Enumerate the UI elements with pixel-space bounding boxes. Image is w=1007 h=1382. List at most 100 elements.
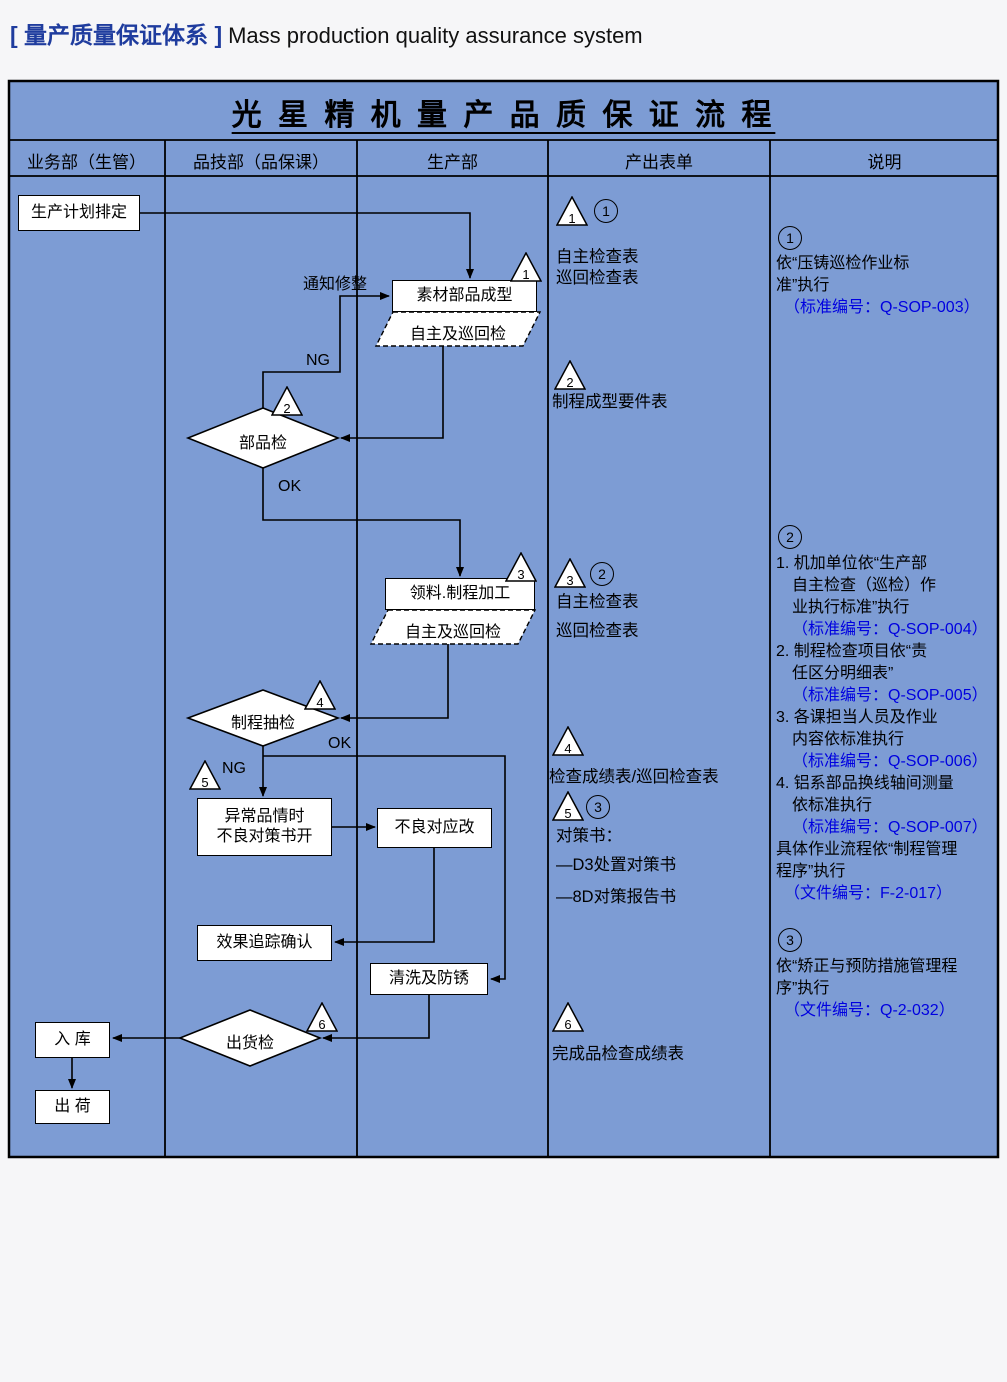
node-process-sampling-label: 制程抽检 — [230, 715, 295, 732]
label-ok-2: OK — [328, 735, 352, 752]
triangle-icon — [510, 252, 542, 282]
parallelogram-self-patrol-2 — [369, 609, 537, 645]
column-header-quality: 品技部（品保课） — [193, 153, 329, 172]
inspection-parallelograms — [369, 311, 542, 645]
form-8d-report: —8D对策报告书 — [556, 888, 677, 906]
node-abnormal-countermeasure: 异常品情时 不良对策书开 — [197, 798, 332, 856]
triangle-form-6-num: 6 — [564, 1017, 572, 1032]
note-2-line-8: 3. 各课担当人员及作业 — [776, 709, 938, 726]
node-effect-tracking-label: 效果追踪确认 — [216, 934, 313, 951]
parallelogram-self-patrol-1 — [374, 311, 542, 347]
column-header-notes: 说明 — [867, 153, 902, 172]
node-material-molding-label: 素材部品成型 — [416, 287, 513, 304]
form-molding-requirements: 制程成型要件表 — [552, 393, 668, 411]
note-block-2: 1. 机加单位依“生产部 自主检查（巡检）作 业执行标准”执行 （标准编号：Q-… — [776, 553, 988, 905]
triangle-form-5-num: 5 — [564, 806, 572, 821]
note-block-3: 依“矫正与预防措施管理程 序”执行 （文件编号：Q-2-032） — [776, 956, 957, 1022]
form-self-check-1: 自主检查表 — [556, 248, 639, 266]
note-2-line-11: 4. 铝系部品换线轴间测量 — [776, 775, 954, 792]
column-header-business: 业务部（生管） — [27, 153, 146, 172]
note-block-1: 依“压铸巡检作业标 准”执行 （标准编号：Q-SOP-003） — [776, 253, 980, 319]
label-ng-2: NG — [222, 760, 246, 777]
header-en-title: Mass production quality assurance system — [228, 23, 643, 48]
form-self-check-2: 自主检查表 — [556, 593, 639, 611]
circle-note-1: 1 — [778, 226, 802, 250]
form-patrol-check-2: 巡回检查表 — [556, 622, 639, 640]
note-2-standard-number-3: （标准编号：Q-SOP-006） — [792, 753, 988, 770]
node-production-plan: 生产计划排定 — [18, 195, 140, 231]
note-1-line-1: 依“压铸巡检作业标 — [776, 255, 910, 272]
triangle-flow-5-num: 5 — [201, 775, 209, 790]
triangle-icon — [505, 552, 537, 582]
circle-form-1: 1 — [594, 199, 618, 223]
label-ok-1: OK — [278, 478, 302, 495]
node-abnormal-line2: 不良对策书开 — [216, 828, 313, 845]
header-cn-title: [ 量产质量保证体系 ] — [10, 22, 223, 48]
triangle-flow-2: 2 — [271, 386, 303, 416]
connector-ng-rework — [262, 292, 390, 408]
triangle-icon — [271, 386, 303, 416]
node-ship-out: 出 荷 — [35, 1090, 110, 1124]
form-countermeasure-title: 对策书： — [556, 827, 622, 845]
node-cleaning: 清洗及防锈 — [370, 963, 488, 995]
connector-defectfix-to-tracking — [334, 848, 435, 946]
node-part-inspection-label: 部品检 — [238, 435, 287, 452]
triangle-form-4: 4 — [552, 726, 584, 756]
connector-plan-to-molding — [140, 212, 474, 279]
note-1-line-2: 准”执行 — [776, 277, 830, 294]
node-production-plan-label: 生产计划排定 — [30, 204, 127, 221]
note-2-file-number: （文件编号：F-2-017） — [784, 885, 953, 902]
note-2-line-5: 2. 制程检查项目依“责 — [776, 643, 928, 660]
triangle-form-1-num: 1 — [568, 211, 576, 226]
triangle-form-3: 3 — [554, 558, 586, 588]
circle-note-3: 3 — [778, 928, 802, 952]
triangle-flow-6-num: 6 — [318, 1017, 326, 1032]
triangle-icon — [306, 1002, 338, 1032]
note-2-standard-number-1: （标准编号：Q-SOP-004） — [792, 621, 988, 638]
node-warehouse-in: 入 库 — [35, 1022, 110, 1058]
column-header-forms: 产出表单 — [625, 153, 693, 172]
flowchart-title: 光 星 精 机 量 产 品 质 保 证 流 程 — [231, 99, 776, 132]
triangle-form-5: 5 — [552, 791, 584, 821]
note-2-standard-number-2: （标准编号：Q-SOP-005） — [792, 687, 988, 704]
triangle-flow-1-num: 1 — [522, 267, 530, 282]
node-material-processing: 领料.制程加工 — [385, 578, 535, 610]
note-2-line-15: 程序”执行 — [776, 863, 846, 880]
node-defect-fix-label: 不良对应改 — [394, 819, 475, 836]
node-effect-tracking: 效果追踪确认 — [197, 925, 332, 961]
label-notify-adjust: 通知修整 — [303, 276, 368, 293]
note-2-line-6: 任区分明细表” — [792, 665, 894, 682]
note-1-standard-number: （标准编号：Q-SOP-003） — [784, 299, 980, 316]
triangle-form-3-num: 3 — [566, 573, 574, 588]
node-cleaning-label: 清洗及防锈 — [388, 970, 469, 987]
note-2-line-12: 依标准执行 — [792, 797, 873, 814]
triangle-form-2: 2 — [554, 360, 586, 390]
flowchart-connectors — [68, 212, 506, 1089]
note-3-file-number: （文件编号：Q-2-032） — [784, 1002, 955, 1019]
outer-frame — [7, 79, 1000, 1159]
note-3-line-1: 依“矫正与预防措施管理程 — [776, 958, 958, 975]
column-header-production: 生产部 — [427, 153, 478, 172]
connector-cleaning-to-shipinspect — [322, 995, 430, 1042]
note-2-standard-number-4: （标准编号：Q-SOP-007） — [792, 819, 988, 836]
node-shipping-inspection-label: 出货检 — [225, 1035, 274, 1052]
triangle-icon — [554, 360, 586, 390]
page-header: [ 量产质量保证体系 ] Mass production quality ass… — [10, 16, 643, 50]
node-self-patrol-1-label: 自主及巡回检 — [409, 326, 506, 343]
connector-patrol2-to-sampling — [340, 644, 449, 722]
connector-ok-to-cleaning — [263, 755, 506, 983]
triangle-flow-4-num: 4 — [316, 695, 324, 710]
node-material-molding: 素材部品成型 — [392, 280, 537, 312]
form-d3-countermeasure: —D3处置对策书 — [556, 856, 677, 874]
node-defect-fix: 不良对应改 — [377, 808, 492, 848]
form-finished-inspection: 完成品检查成绩表 — [552, 1045, 684, 1063]
triangle-flow-1: 1 — [510, 252, 542, 282]
triangle-icon — [189, 760, 221, 790]
triangle-form-2-num: 2 — [566, 375, 574, 390]
triangle-icon — [304, 680, 336, 710]
node-self-patrol-2-label: 自主及巡回检 — [404, 624, 501, 641]
decision-diamonds — [177, 407, 341, 1067]
note-2-line-1: 1. 机加单位依“生产部 — [776, 555, 928, 572]
